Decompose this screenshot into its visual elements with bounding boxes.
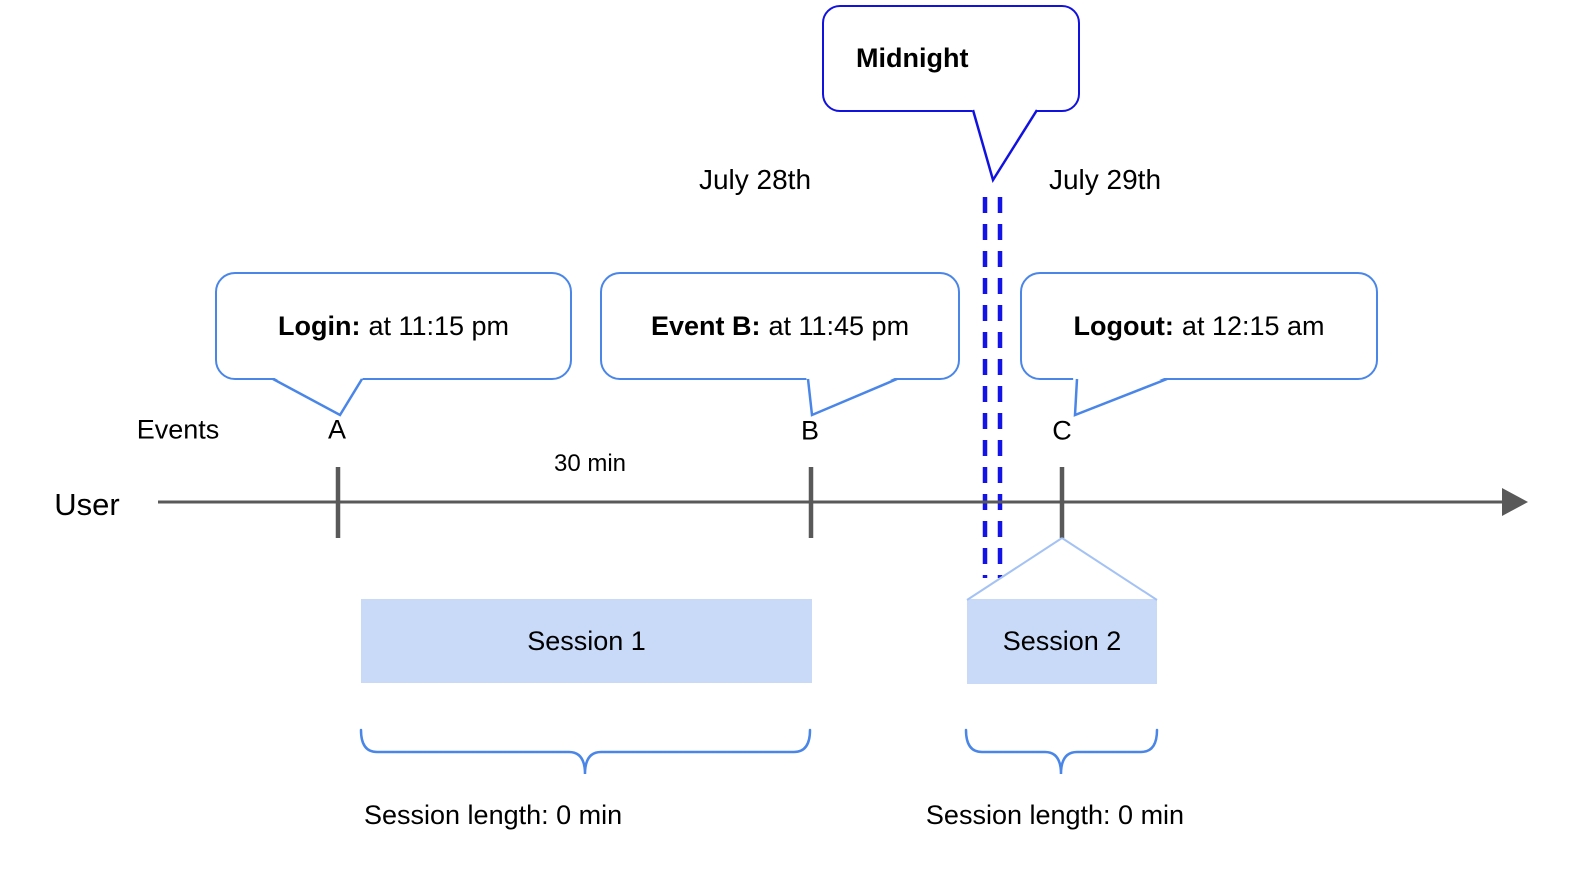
event-marker-c: C: [1052, 415, 1072, 446]
login-callout-label: Login:: [277, 310, 361, 341]
events-axis-label: Events: [136, 414, 220, 445]
midnight-callout-tail-outline: [971, 109, 1039, 184]
event-b-callout-label: Event B:: [650, 310, 761, 341]
event-b-callout: Event B: at 11:45 pm: [600, 272, 960, 380]
event-b-callout-time: at 11:45 pm: [768, 310, 910, 341]
session2-projection-right-line: [1061, 537, 1158, 601]
login-callout-tail-fill: [271, 376, 364, 415]
session1-brace: [359, 728, 812, 775]
session2-brace: [964, 728, 1159, 775]
logout-callout-tail-outline: [1073, 377, 1168, 417]
logout-callout-time: at 12:15 am: [1181, 310, 1325, 341]
event-b-callout-tail: [806, 376, 899, 417]
timeline-arrowhead-icon: [1502, 488, 1528, 516]
session2-length-label: Session length: 0 min: [925, 800, 1185, 830]
session2-box: Session 2: [967, 599, 1157, 684]
event-marker-b: B: [800, 415, 820, 446]
login-callout-tail-outline: [272, 377, 364, 417]
midnight-callout-text: Midnight: [856, 43, 969, 73]
midnight-callout: Midnight: [822, 5, 1080, 112]
login-callout-time: at 11:15 pm: [368, 310, 510, 341]
event-marker-a: A: [327, 414, 347, 445]
date-label-july-28: July 28th: [698, 164, 812, 195]
session1-length-label: Session length: 0 min: [364, 800, 623, 830]
midnight-callout-tail: [971, 107, 1039, 184]
interval-label: 30 min: [553, 450, 627, 477]
logout-callout-tail-fill: [1073, 376, 1169, 415]
logout-callout: Logout: at 12:15 am: [1020, 272, 1378, 380]
date-label-july-29: July 29th: [1048, 164, 1162, 195]
midnight-divider-lines: [982, 197, 1003, 578]
session1-box-label: Session 1: [527, 625, 646, 656]
event-b-callout-tail-fill: [806, 376, 899, 415]
session2-box-label: Session 2: [1002, 626, 1122, 656]
session2-projection-left-line: [966, 537, 1063, 601]
event-b-callout-tail-outline: [806, 377, 898, 417]
logout-callout-tail: [1073, 376, 1169, 417]
login-callout-tail: [271, 376, 364, 417]
session2-projection-lines: [966, 537, 1158, 601]
session1-box: Session 1: [361, 599, 812, 683]
logout-callout-label: Logout:: [1073, 310, 1174, 341]
user-row-label: User: [54, 487, 120, 522]
login-callout: Login: at 11:15 pm: [215, 272, 572, 380]
midnight-callout-tail-fill: [971, 107, 1039, 180]
